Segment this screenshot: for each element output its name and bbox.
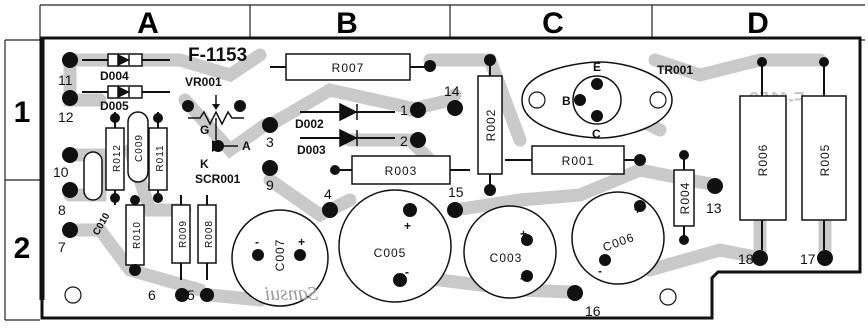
terminal-6: 6	[148, 287, 156, 303]
r003-label: R003	[385, 164, 418, 178]
terminal-3: 3	[266, 134, 274, 150]
terminal-7: 7	[58, 239, 66, 255]
c003-label: C003	[490, 251, 523, 265]
c005-label: C005	[374, 246, 407, 260]
terminal-13: 13	[706, 200, 722, 216]
resistor-r002: R002	[477, 58, 503, 190]
mounting-hole-right	[659, 288, 677, 306]
r004-label: R004	[678, 182, 692, 215]
terminal-11: 11	[58, 72, 73, 88]
resistor-r001: R001	[505, 145, 640, 175]
terminal-16: 16	[585, 303, 601, 319]
grid-column-d: D	[747, 7, 769, 40]
terminal-9: 9	[266, 177, 274, 193]
c005-minus: -	[405, 265, 409, 279]
terminal-4: 4	[324, 186, 332, 202]
diode-d002: D002	[295, 102, 395, 131]
c003-minus: -	[520, 271, 524, 285]
grid-column-b: B	[336, 7, 358, 40]
vr001-label: VR001	[185, 75, 222, 89]
terminal-10: 10	[53, 164, 69, 180]
r009-label: R009	[178, 220, 189, 248]
anode-label: A	[242, 139, 251, 153]
capacitor-c007: - + C007	[231, 209, 329, 307]
resistor-r010: R010	[125, 195, 145, 275]
r010-label: R010	[132, 221, 143, 249]
emitter-label: E	[593, 60, 601, 74]
d004-label: D004	[100, 69, 129, 83]
r002-label: R002	[484, 109, 498, 142]
resistor-r011: R011	[148, 112, 168, 200]
terminal-5: 5	[187, 287, 195, 303]
resistor-r009: R009	[171, 195, 191, 280]
resistor-r005: R005	[801, 62, 847, 250]
c005-plus: +	[404, 219, 411, 233]
diode-d005: D005	[82, 85, 170, 113]
terminal-1: 1	[400, 102, 408, 118]
capacitor-c006: + - C006	[571, 191, 665, 285]
mounting-hole-left	[64, 286, 82, 304]
capacitor-c003: + - C003	[463, 205, 557, 299]
c006-minus: -	[598, 264, 602, 278]
terminal-18: 18	[738, 251, 754, 267]
collector-label: C	[592, 127, 601, 141]
tr001-label: TR001	[657, 63, 693, 77]
capacitor-c005: + - C005	[338, 189, 452, 303]
c007-minus: -	[255, 235, 259, 249]
grid-column-c: C	[542, 7, 564, 40]
r001-label: R001	[562, 154, 595, 168]
d005-label: D005	[100, 99, 129, 113]
r011-label: R011	[155, 144, 166, 171]
d002-label: D002	[295, 117, 324, 131]
diode-d003: D003	[297, 128, 395, 157]
r012-label: R012	[112, 144, 123, 172]
r008-label: R008	[204, 220, 215, 248]
terminal-14: 14	[444, 83, 460, 99]
component-pads	[62, 52, 833, 302]
capacitor-c009: C009	[127, 111, 149, 183]
transistor-tr001: E B C TR001	[521, 60, 693, 141]
terminal-17: 17	[800, 251, 816, 267]
resistor-r003: R003	[335, 155, 470, 185]
grid-row-2: 2	[14, 232, 31, 265]
c003-plus: +	[520, 227, 527, 241]
scr001-label: SCR001	[195, 172, 241, 186]
trimmer-vr001: VR001 G	[185, 75, 244, 137]
brand-logo: Sansui	[265, 283, 318, 305]
diode-d004: D004	[82, 53, 170, 83]
terminal-15: 15	[448, 184, 464, 200]
d003-label: D003	[297, 143, 326, 157]
terminal-8: 8	[58, 202, 66, 218]
r005-label: R005	[818, 144, 832, 177]
terminal-labels: 11 12 10 8 7 1 2 3 9 4 14 15 13 18 17 16…	[53, 72, 816, 319]
r006-label: R006	[756, 144, 770, 177]
board-id-label: F-1153	[188, 45, 247, 66]
gate-label: G	[200, 123, 209, 137]
terminal-12: 12	[58, 109, 74, 125]
grid-column-a: A	[137, 7, 159, 40]
cathode-label: K	[200, 157, 209, 171]
resistor-r008: R008	[197, 195, 217, 280]
c009-label: C009	[134, 134, 145, 162]
c007-plus: +	[298, 235, 305, 249]
resistor-r007: R007	[270, 53, 430, 81]
resistor-r004: R004	[673, 155, 695, 240]
base-label: B	[562, 94, 571, 108]
terminal-2: 2	[400, 133, 408, 149]
grid-row-1: 1	[14, 96, 31, 129]
r007-label: R007	[332, 61, 365, 75]
c006-plus: +	[634, 203, 641, 217]
resistor-r012: R012	[105, 112, 125, 205]
c007-label: C007	[273, 239, 287, 272]
resistor-r006: R006	[739, 62, 787, 250]
